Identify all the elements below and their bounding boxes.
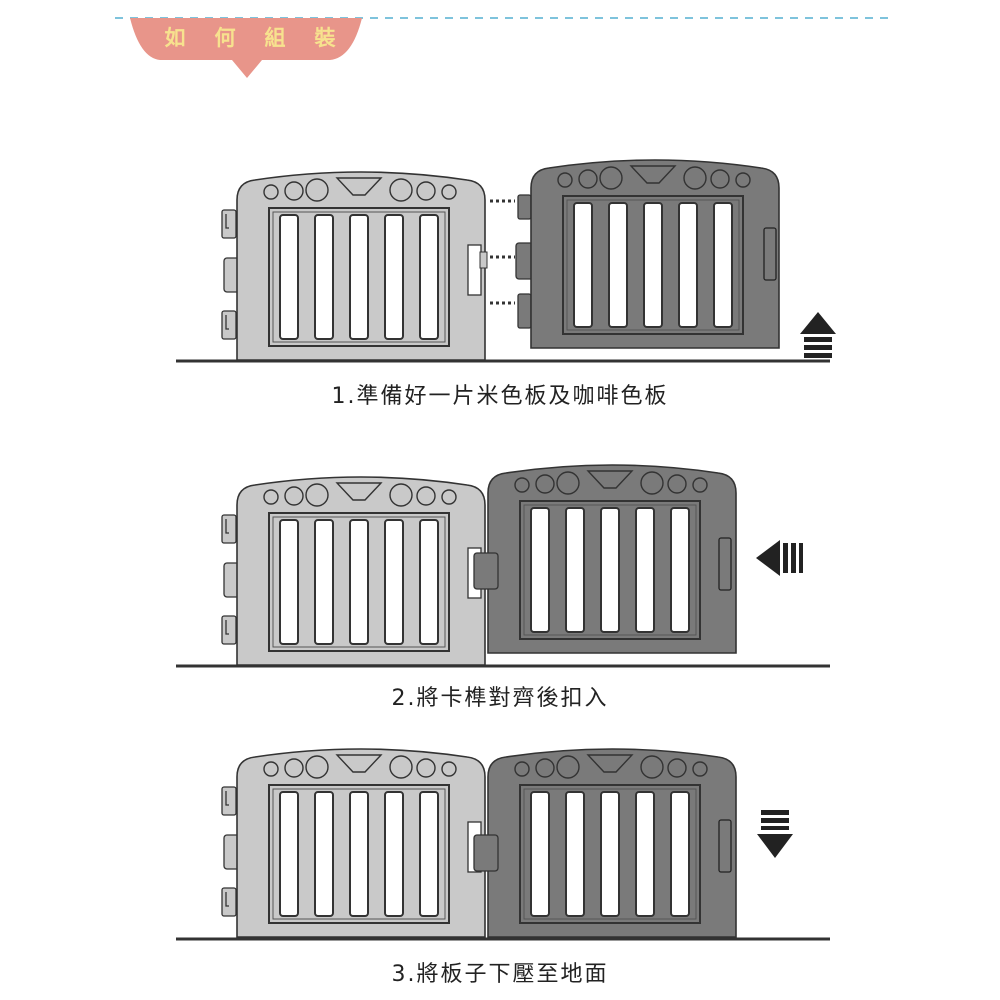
title-char: 裝 xyxy=(314,26,336,50)
step-1-caption: 1.準備好一片米色板及咖啡色板 xyxy=(331,384,669,409)
title-char: 何 xyxy=(214,26,236,50)
step-3-caption: 3.將板子下壓至地面 xyxy=(391,962,609,987)
step-2-illustration xyxy=(176,464,830,668)
step-3-illustration xyxy=(176,748,830,941)
down-arrow-icon xyxy=(757,810,793,858)
section-title: 如 何 組 裝 xyxy=(150,22,350,52)
beige-panel xyxy=(236,171,486,361)
step-1-illustration xyxy=(176,159,836,363)
left-arrow-icon xyxy=(756,540,803,576)
title-char: 組 xyxy=(264,26,286,50)
coffee-panel xyxy=(530,159,780,349)
title-char: 如 xyxy=(164,26,186,50)
up-arrow-icon xyxy=(800,312,836,358)
step-2-caption: 2.將卡榫對齊後扣入 xyxy=(391,686,609,711)
title-banner xyxy=(130,18,362,78)
